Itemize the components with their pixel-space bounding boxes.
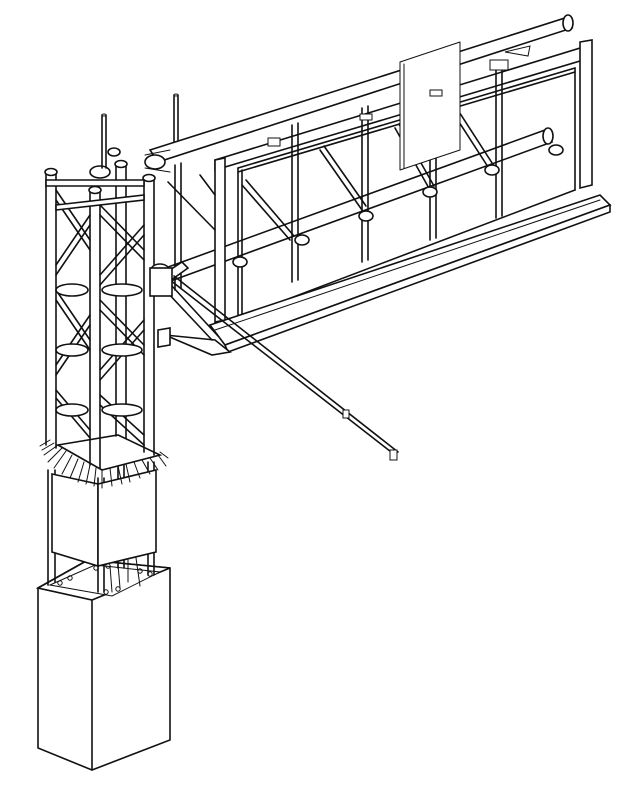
lattice-tower xyxy=(44,147,156,469)
column-cage-transition xyxy=(39,434,169,489)
cantilever-truss xyxy=(148,14,612,356)
control-cabinet xyxy=(51,468,157,593)
base-plate xyxy=(48,563,162,597)
maintenance-pole xyxy=(169,275,399,461)
column-arm-connection xyxy=(144,149,173,297)
